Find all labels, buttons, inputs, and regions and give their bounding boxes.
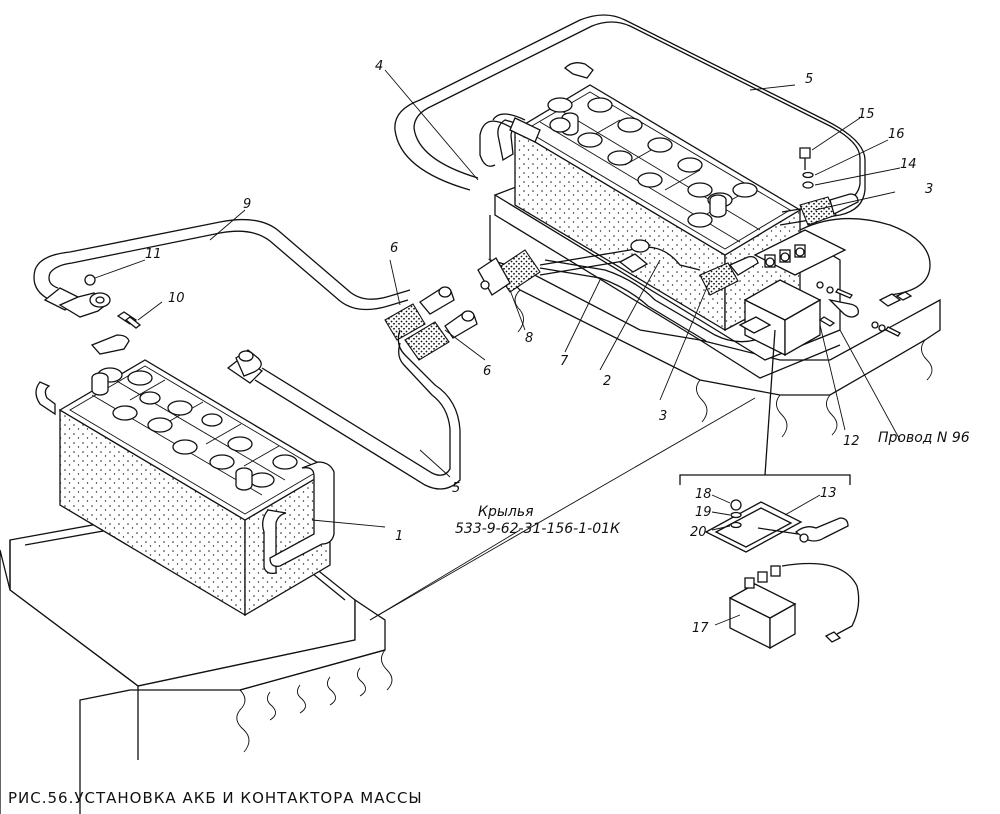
contactor-17 [728,562,860,650]
left-battery-caps [97,367,298,488]
callout-11: 11 [145,247,162,262]
callout-15: 15 [858,107,875,122]
cable-9 [33,218,411,318]
callout-18: 18 [695,487,712,502]
right-battery [497,62,802,332]
bolt-10 [116,311,142,329]
fender-label-title: Крылья [478,504,534,520]
callout-4: 4 [375,59,383,74]
cable-5-left [226,329,461,490]
callout-labels: 1 2 3 3 4 5 5 6 6 7 8 9 10 11 12 13 14 1… [145,59,933,636]
washers-18-19-20 [730,499,742,529]
right-battery-caps [547,97,758,228]
callout-2: 2 [603,374,611,389]
callout-6-upper: 6 [390,241,398,256]
callout-13: 13 [820,486,837,501]
callout-3-upper: 3 [925,182,933,197]
leader-lines [94,69,901,626]
callout-5-left: 5 [452,481,460,496]
left-battery-terminal-posts [91,372,253,491]
plate-13 [704,501,849,553]
callout-17: 17 [692,621,709,636]
figure-caption: РИС.56.УСТАНОВКА АКБ И КОНТАКТОРА МАССЫ [8,789,423,807]
cable-4 [479,113,571,167]
cable-5-right [394,14,866,226]
left-battery [35,334,335,617]
fasteners-right [816,281,901,337]
callout-3-lower: 3 [659,409,667,424]
callout-19: 19 [695,505,712,520]
fender-label-code: 533-9-62-31-156-1-01К [455,521,621,537]
callout-20: 20 [690,525,707,540]
nut-11 [84,274,96,286]
cable-7 [539,259,756,343]
callout-14: 14 [900,157,917,172]
contactor-detail-inset [679,329,860,650]
sleeve-6a [384,286,455,341]
callout-1: 1 [395,529,403,544]
wire-96-label: Провод N 96 [878,430,970,446]
cable-8-connector [477,249,631,296]
wire-96 [799,217,931,307]
right-frame-bracket [487,215,941,438]
callout-9: 9 [243,197,251,212]
callout-16: 16 [888,127,905,142]
callout-12: 12 [843,434,860,449]
bolt-15-washers [799,147,814,189]
sleeve-6b [404,310,478,361]
contactor-mounted [738,229,847,357]
callout-10: 10 [168,291,185,306]
callout-5-right: 5 [805,72,813,87]
callout-8: 8 [525,331,533,346]
callout-6-lower: 6 [483,364,491,379]
cable-2 [618,239,701,273]
sleeve-3-lower [699,255,759,296]
sleeve-3-top [799,193,859,226]
callout-7: 7 [560,354,569,369]
